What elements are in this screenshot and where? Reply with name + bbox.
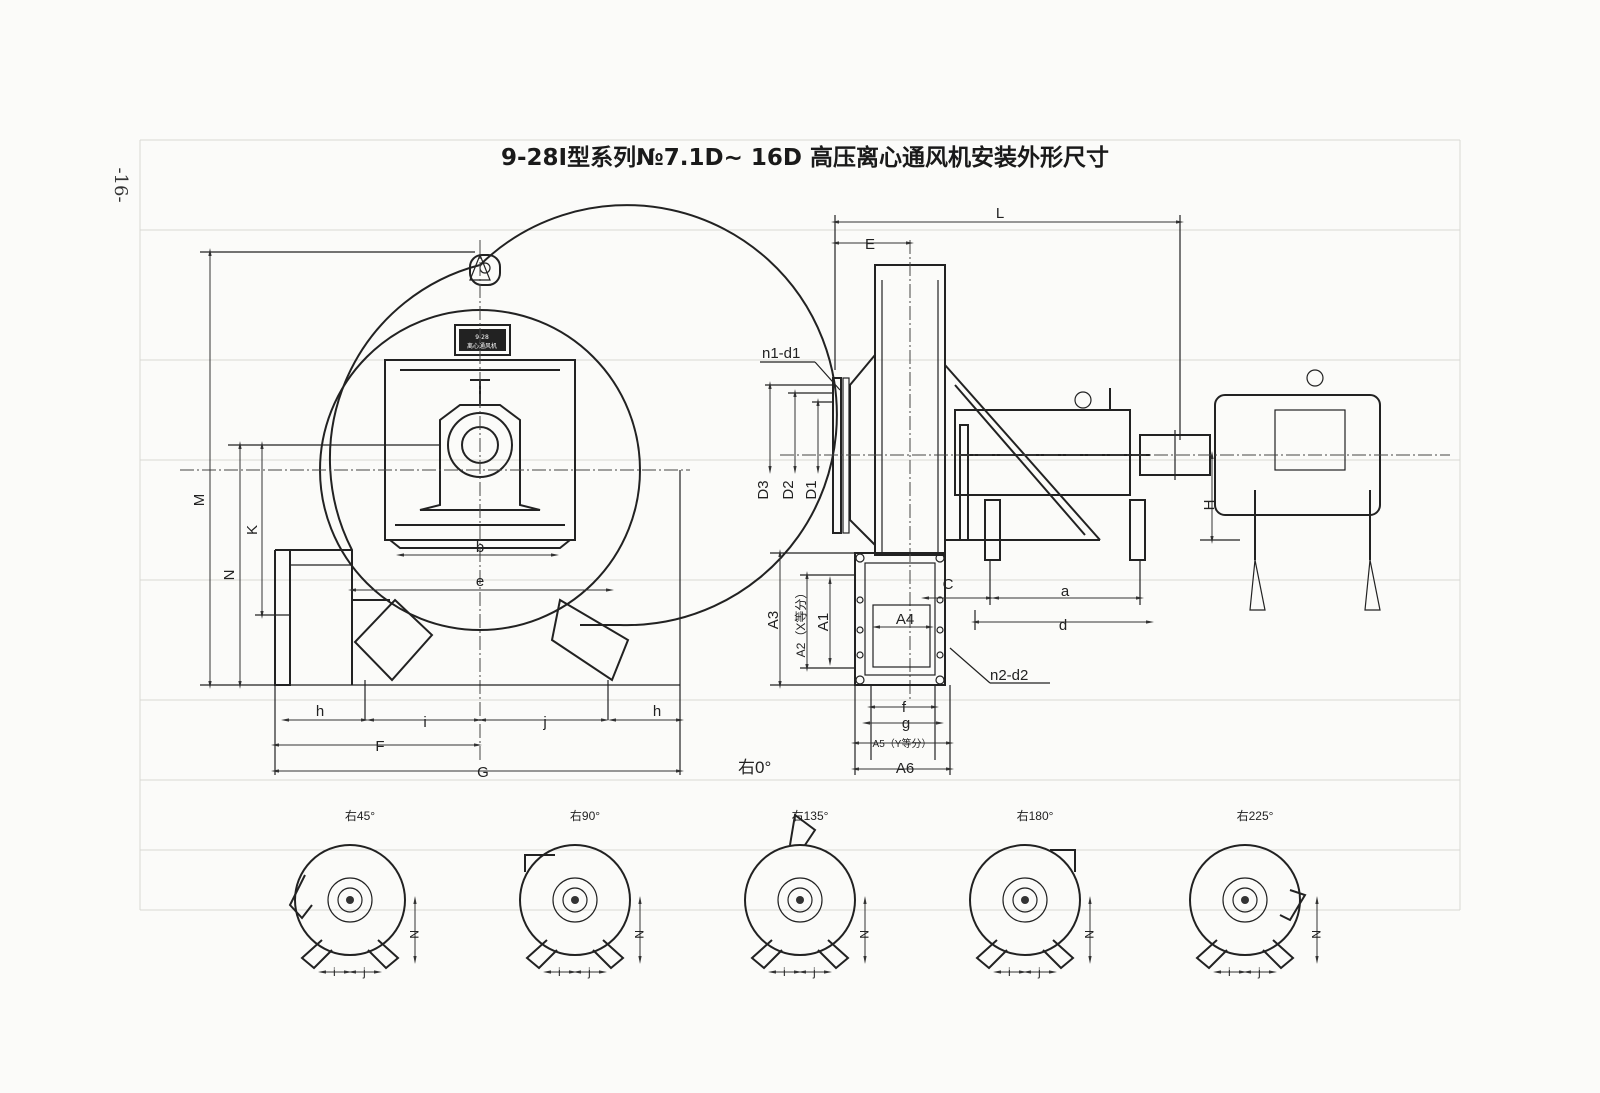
orientation-view-135: 右135° N i j (744, 808, 871, 979)
dim-j: j (542, 714, 546, 731)
nameplate-text: 离心通风机 (467, 342, 497, 350)
dim-h-right: h (653, 703, 661, 720)
dim-A6: A6 (896, 760, 914, 777)
dim-i: i (1228, 965, 1231, 979)
orientation-view-180: 右180° N i j (969, 808, 1096, 979)
side-view: L E n1-d1 D3 D2 D1 H C a d A3 A2（X等分） (738, 205, 1450, 777)
outlet (524, 854, 555, 872)
right-support-leg (550, 598, 630, 682)
nameplate (454, 324, 511, 356)
dim-N: N (407, 930, 421, 939)
dim-E: E (865, 236, 875, 253)
dim-A1: A1 (815, 613, 832, 631)
dim-L: L (996, 205, 1004, 222)
anchor-bolts (1249, 559, 1381, 611)
orientation-view-90: 右90° N i j (519, 808, 646, 979)
dim-D3: D3 (755, 480, 772, 499)
dim-N: N (1082, 930, 1096, 939)
orientation-view-225: 右225° N i j (1189, 808, 1323, 979)
dim-a: a (1061, 583, 1070, 600)
orientation-view-45: 右45° N i j (288, 808, 421, 979)
nameplate-model: 9-28 (475, 334, 489, 341)
orientation-label: 右90° (570, 808, 600, 823)
outlet-flange (854, 552, 946, 686)
volute-casing (328, 204, 838, 627)
front-view: 9-28 离心通风机 M N K b e h i j (180, 204, 838, 781)
dim-A3: A3 (765, 611, 782, 629)
dim-N: N (221, 570, 238, 581)
dim-g: g (902, 715, 910, 732)
dim-K: K (244, 525, 261, 535)
dim-M: M (191, 494, 208, 507)
page-title: 9-28Ⅰ型系列№7.1D~ 16D 高压离心通风机安装外形尺寸 (501, 144, 1109, 171)
dim-F: F (375, 738, 384, 755)
orientation-label: 右45° (345, 808, 375, 823)
dim-i: i (783, 965, 786, 979)
label-n2-d2: n2-d2 (990, 667, 1028, 684)
dim-A4: A4 (896, 611, 914, 628)
dim-e: e (476, 573, 484, 590)
dim-H: H (1201, 500, 1218, 511)
dim-j: j (812, 965, 816, 979)
dim-G: G (477, 764, 489, 781)
outlet (1050, 849, 1076, 872)
dim-i: i (333, 965, 336, 979)
dim-N: N (857, 930, 871, 939)
outlet (288, 874, 313, 920)
dim-h-left: h (316, 703, 324, 720)
outlet (1279, 889, 1307, 922)
dim-D1: D1 (803, 480, 820, 499)
dim-i: i (423, 714, 426, 731)
dim-j: j (587, 965, 591, 979)
dim-j: j (1257, 965, 1261, 979)
bleed-through-grid (139, 139, 1461, 911)
orientation-label: 右180° (1017, 808, 1054, 823)
dim-i: i (558, 965, 561, 979)
outlet (789, 813, 817, 846)
dim-j: j (1037, 965, 1041, 979)
dim-i: i (1008, 965, 1011, 979)
dim-f: f (902, 699, 907, 716)
orientation-label: 右225° (1237, 808, 1274, 823)
dim-D2: D2 (780, 480, 797, 499)
dim-N: N (632, 930, 646, 939)
inlet-cone (849, 354, 876, 546)
page-number: -16- (110, 167, 131, 202)
left-support-leg (353, 598, 434, 682)
lifting-lug (469, 254, 501, 286)
dim-A2: A2（X等分） (794, 587, 808, 658)
label-n1-d1: n1-d1 (762, 345, 800, 362)
dim-d: d (1059, 617, 1067, 634)
bearing-housing (419, 404, 541, 511)
dim-A5: A5（Y等分） (873, 737, 932, 750)
bearing-frame (384, 359, 576, 541)
orientation-label: 右135° (792, 808, 829, 823)
bearing-box (954, 409, 1131, 496)
orientation-label-0: 右0° (738, 758, 771, 777)
dim-N: N (1309, 930, 1323, 939)
outlet-duct (274, 549, 353, 686)
dim-j: j (362, 965, 366, 979)
dim-b: b (476, 539, 484, 556)
dim-C: C (943, 576, 954, 593)
